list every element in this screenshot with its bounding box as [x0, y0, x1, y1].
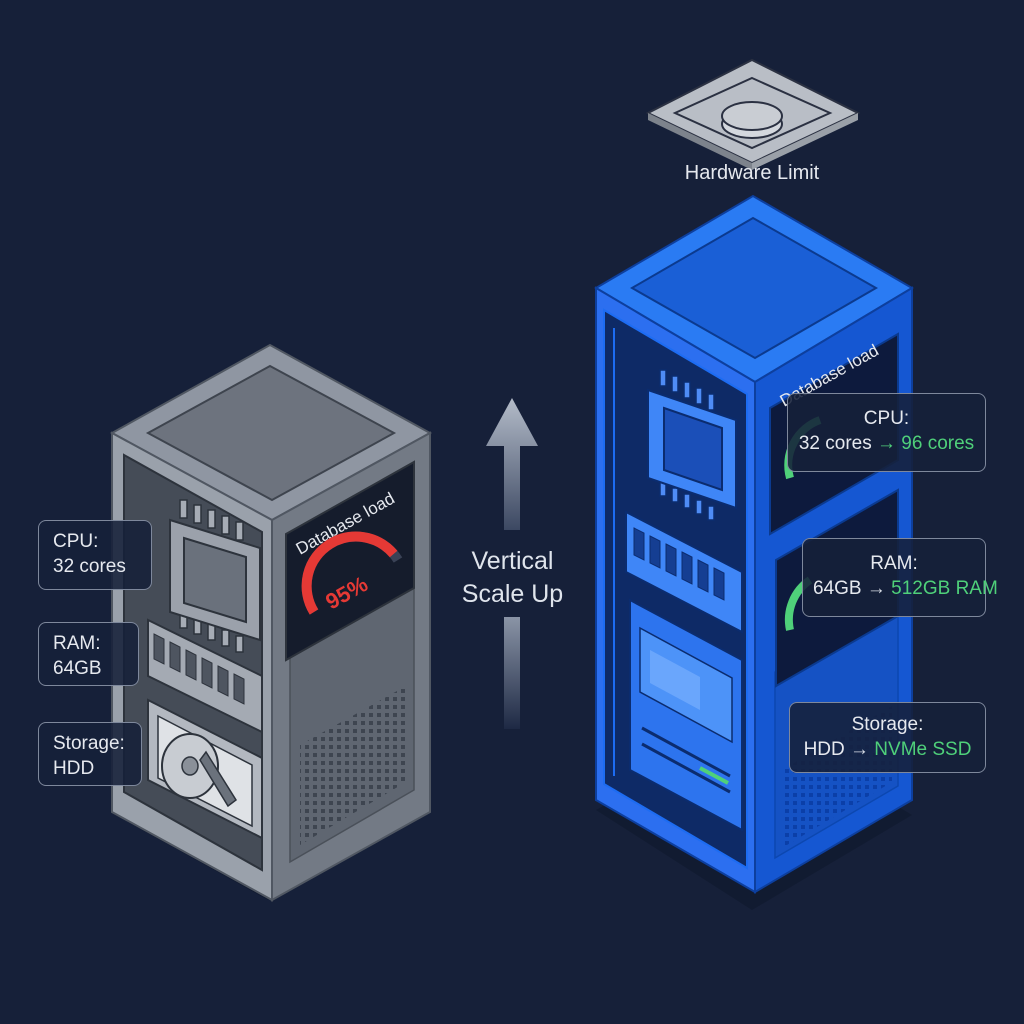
- old-hdd-drive: [147, 698, 263, 840]
- new-storage-key: Storage:: [851, 714, 924, 735]
- new-cpu-chip: [647, 369, 737, 521]
- new-cpu-to: 96 cores: [901, 433, 975, 454]
- vertical-scale-line2: Scale Up: [461, 580, 564, 608]
- old-storage-callout: Storage: HDD: [38, 722, 142, 786]
- hardware-limit-icon: [645, 58, 861, 170]
- old-cpu-callout: CPU: 32 cores: [38, 520, 152, 590]
- new-ram-module: [625, 510, 743, 634]
- old-ram-key: RAM:: [53, 633, 101, 654]
- new-ram-callout: RAM: 64GB → 512GB RAM: [802, 538, 998, 617]
- old-load-screen: Database load 95%: [285, 460, 415, 662]
- new-storage-arrow: →: [850, 739, 870, 760]
- old-server: [109, 343, 433, 902]
- new-storage-to: NVMe SSD: [874, 739, 972, 760]
- old-storage-value: HDD: [53, 758, 95, 779]
- vertical-scale-line1: Vertical: [471, 547, 554, 575]
- new-nvme-ssd: [629, 598, 743, 832]
- old-ram-value: 64GB: [53, 658, 102, 679]
- new-cpu-arrow: →: [877, 433, 896, 454]
- new-ram-from: 64GB: [813, 578, 862, 599]
- new-ram-key: RAM:: [870, 553, 918, 574]
- vertical-scale-label: Vertical Scale Up: [430, 545, 595, 611]
- old-cpu-key: CPU:: [53, 531, 99, 552]
- new-ram-to: 512GB RAM: [891, 578, 998, 599]
- new-storage-callout: Storage: HDD → NVMe SSD: [789, 702, 986, 773]
- old-cpu-chip: [169, 499, 261, 653]
- new-cpu-key: CPU:: [863, 408, 910, 429]
- old-storage-key: Storage:: [53, 733, 125, 754]
- new-ram-arrow: →: [866, 578, 886, 599]
- new-storage-from: HDD: [803, 739, 845, 760]
- new-cpu-callout: CPU: 32 cores → 96 cores: [787, 393, 986, 472]
- old-cpu-value: 32 cores: [53, 556, 126, 577]
- old-ram-module: [147, 618, 263, 734]
- old-ram-callout: RAM: 64GB: [38, 622, 139, 686]
- hardware-limit-label: Hardware Limit: [684, 162, 820, 184]
- new-cpu-from: 32 cores: [798, 433, 872, 454]
- scale-up-arrow-icon: [486, 398, 538, 729]
